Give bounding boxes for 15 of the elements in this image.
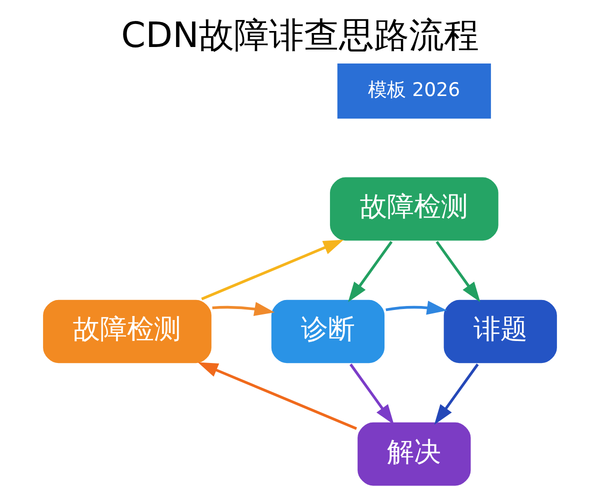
arrow <box>386 300 448 315</box>
arrow <box>201 240 344 300</box>
arrow <box>350 364 394 425</box>
label: 模板 2026 <box>368 80 460 102</box>
arrow <box>436 240 480 302</box>
node-box: 解决 <box>356 421 472 488</box>
node-box: 诽题 <box>442 298 558 364</box>
arrow <box>434 364 479 425</box>
diagram-title: CDN故障诽查思路流程 <box>121 15 479 56</box>
arrow <box>198 362 358 430</box>
node-box: 故障检测 <box>42 298 213 364</box>
arrow <box>348 240 393 302</box>
node-box: 诊断 <box>270 298 386 364</box>
node-box: 故障检测 <box>328 176 500 242</box>
arrow <box>212 302 275 316</box>
